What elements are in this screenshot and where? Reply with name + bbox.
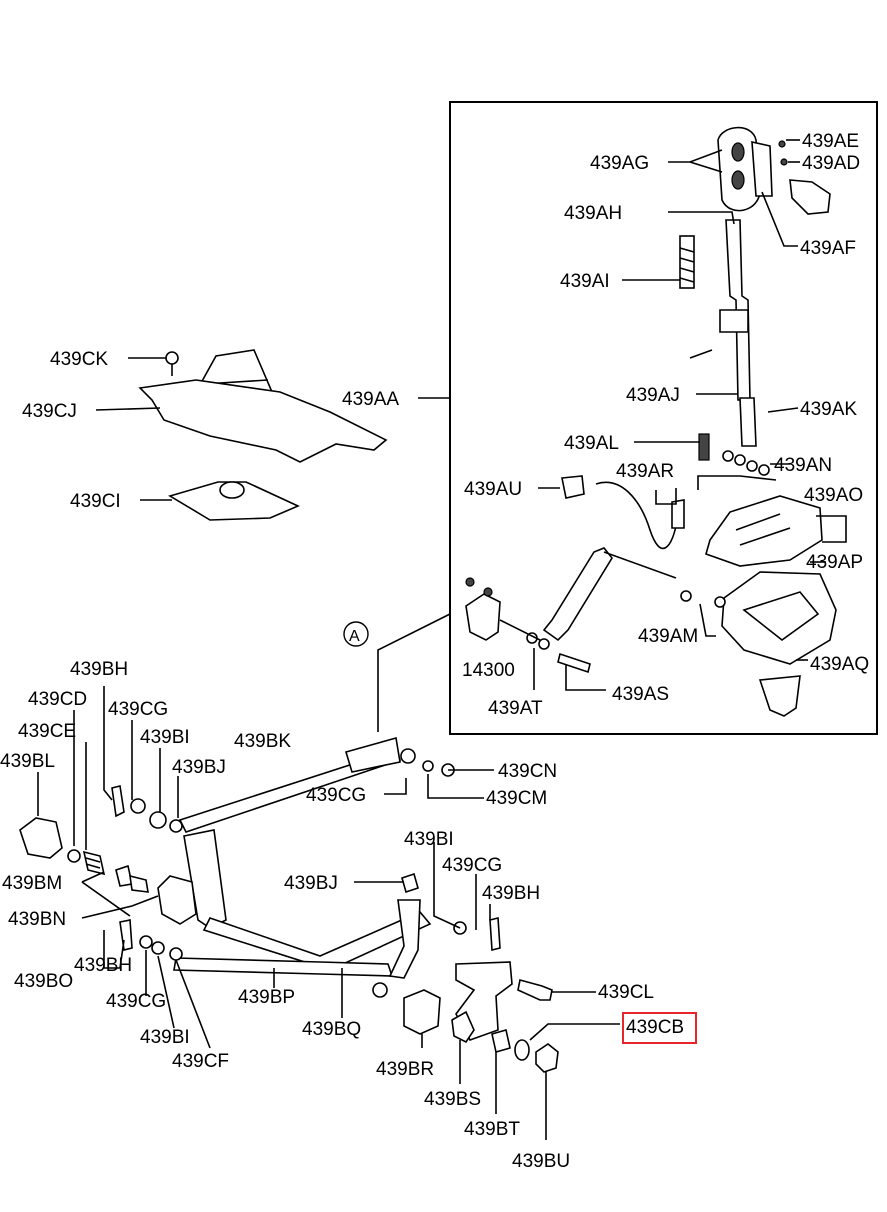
label-439BJ-1: 439BJ [172,757,226,778]
label-439BH-3: 439BH [74,955,132,976]
rubber-bushing-bl [19,817,63,859]
label-439CE: 439CE [18,721,76,742]
label-439BH-2: 439BH [482,883,540,904]
label-439AJ: 439AJ [626,385,680,406]
label-439AI: 439AI [560,271,610,292]
label-439BI-1: 439BI [140,727,190,748]
control-cable [595,481,679,550]
label-439BI-2: 439BI [404,829,454,850]
label-439BN: 439BN [8,909,66,930]
view-a-circle [343,621,369,647]
knob-button-plate [751,140,773,197]
label-439AS: 439AS [612,684,669,705]
label-439CG-2: 439CG [306,785,366,806]
console-plate [138,379,388,463]
inset-frame [449,101,878,735]
shift-housing [721,571,837,665]
detent-plate [705,495,823,567]
label-439AG: 439AG [590,153,649,174]
label-439AR: 439AR [616,461,674,482]
label-439CL: 439CL [598,982,654,1003]
label-439AP: 439AP [806,552,863,573]
label-439AD: 439AD [802,153,860,174]
label-439CI: 439CI [70,491,121,512]
label-439CJ: 439CJ [22,401,77,422]
bushing-br [403,989,441,1035]
view-a-label: A [349,628,360,645]
label-439CF: 439CF [172,1051,229,1072]
label-439CG-1: 439CG [108,699,168,720]
label-439AH: 439AH [564,203,622,224]
label-439AU: 439AU [464,479,522,500]
label-439CB: 439CB [626,1017,684,1038]
label-439AK: 439AK [800,399,857,420]
bushing-bs [451,1010,475,1044]
label-439AE: 439AE [802,131,859,152]
label-439BO: 439BO [14,971,73,992]
label-439BT: 439BT [464,1119,520,1140]
lever-bracket [465,593,501,641]
label-439CN: 439CN [498,761,557,782]
label-439CD: 439CD [28,689,87,710]
knob-button [789,179,831,215]
label-439AL: 439AL [564,433,619,454]
washer-cb [514,1039,530,1061]
label-439AM: 439AM [638,626,698,647]
bolt-cl [517,979,553,1001]
label-439AO: 439AO [804,485,863,506]
nut-bt [491,1028,511,1054]
label-439BL: 439BL [0,751,55,772]
label-439BS: 439BS [424,1089,481,1110]
highlight-box-439CB [622,1012,697,1044]
label-439BR: 439BR [376,1059,434,1080]
label-439AT: 439AT [488,698,543,719]
label-439CK: 439CK [50,349,108,370]
nut-bu [535,1043,559,1073]
label-439BH-1: 439BH [70,659,128,680]
label-439BI-3: 439BI [140,1027,190,1048]
label-14300: 14300 [462,660,515,681]
label-439BJ-2: 439BJ [284,873,338,894]
mount-plate [168,481,300,521]
label-439AN: 439AN [774,455,832,476]
label-439BP: 439BP [238,987,295,1008]
label-439CG-4: 439CG [106,991,166,1012]
label-439AQ: 439AQ [810,654,869,675]
label-439BQ: 439BQ [302,1019,361,1040]
select-rod [173,957,394,977]
label-439BM: 439BM [2,873,62,894]
label-439CM: 439CM [486,788,547,809]
rubber-bushing-bn [157,875,197,925]
label-439AA: 439AA [342,389,399,410]
label-439CG-3: 439CG [442,855,502,876]
label-439AF: 439AF [800,238,856,259]
label-439BK: 439BK [234,731,291,752]
label-439BU: 439BU [512,1151,570,1172]
